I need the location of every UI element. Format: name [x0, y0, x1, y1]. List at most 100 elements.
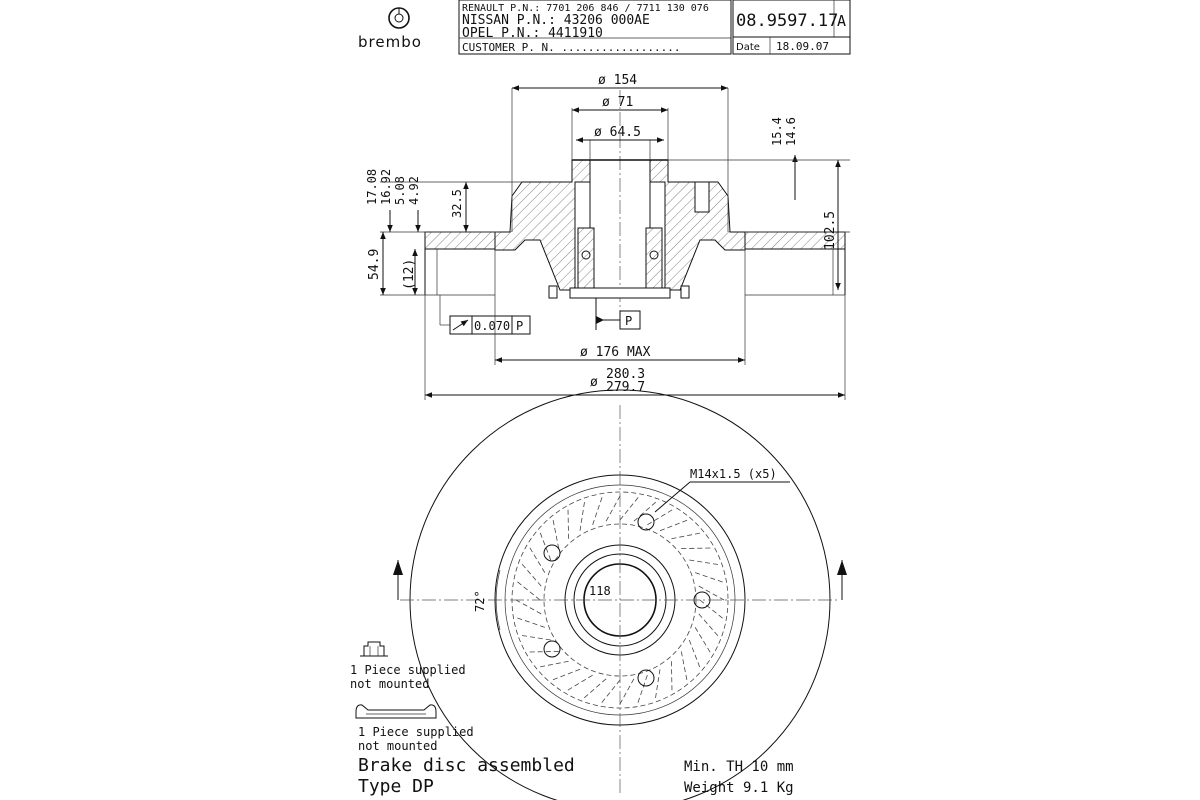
vent-fin	[689, 559, 719, 566]
nissan-pn: NISSAN P.N.: 43206 000AE	[462, 13, 650, 28]
runout-tolerance-frame: 0.070 P	[439, 295, 531, 335]
customer-pn: CUSTOMER P. N. ..................	[462, 41, 681, 54]
dim-280-3: 280.3	[606, 367, 645, 382]
revision: A	[837, 12, 846, 30]
title-block: brembo RENAULT P.N.: 7701 206 846 / 7711…	[358, 0, 851, 55]
dim-14-6: 14.6	[784, 117, 798, 146]
vent-fin	[605, 494, 621, 522]
dim-5-08: 5.08	[393, 176, 407, 205]
dim-16-92: 16.92	[379, 169, 393, 205]
vent-fin	[600, 679, 621, 704]
front-view: M14x1.5 (x5) 118 72°	[393, 389, 847, 800]
vent-fin	[659, 519, 689, 532]
pn-box	[458, 0, 732, 55]
stud-hole	[637, 669, 655, 687]
vent-fin	[521, 634, 551, 641]
part-number: 08.9597.17	[736, 11, 838, 31]
min-thickness: Min. TH 10 mm	[684, 759, 794, 775]
stud-holes	[543, 513, 711, 687]
vent-fin	[521, 563, 542, 587]
bearing-right	[645, 227, 663, 289]
dim-54-9: 54.9	[367, 249, 382, 280]
stud-hole	[543, 544, 561, 562]
brembo-logo: brembo	[358, 7, 422, 51]
hub-right-section	[649, 159, 746, 291]
vent-fin	[514, 599, 542, 615]
date-box	[732, 36, 851, 55]
dim-d280-symbol: ø	[590, 375, 598, 390]
vent-fin	[688, 639, 701, 669]
description-line1: Brake disc assembled	[358, 755, 575, 776]
vent-fin	[551, 668, 581, 681]
angle-label: 72°	[473, 590, 487, 612]
dim-15-4: 15.4	[770, 117, 784, 146]
brand-name: brembo	[358, 33, 422, 51]
vent-fin	[698, 613, 719, 637]
vent-fin	[516, 617, 545, 628]
vent-fin	[539, 531, 552, 561]
date-value: 18.09.07	[776, 40, 829, 53]
dim-d64-5: ø 64.5	[594, 125, 641, 140]
dim-32-5: 32.5	[450, 189, 464, 218]
opel-pn: OPEL P.N.: 4411910	[462, 26, 603, 41]
pcd-label: 118	[589, 584, 611, 598]
dim-d71: ø 71	[602, 95, 633, 110]
vent-fin	[699, 599, 724, 620]
vent-fin	[579, 501, 586, 531]
vent-fin	[647, 509, 674, 526]
vent-fin	[583, 678, 607, 699]
spring-icon	[355, 704, 437, 719]
dim-102-5: 102.5	[823, 211, 838, 250]
vent-fin	[637, 675, 648, 704]
vent-fin	[695, 572, 724, 583]
vent-fin	[529, 546, 546, 573]
section-view: ø 154 ø 71 ø 64.5 15.4 14.6 102.5 17.08 …	[365, 73, 850, 400]
renault-pn: RENAULT P.N.: 7701 206 846 / 7711 130 07…	[462, 3, 709, 14]
weight: Weight 9.1 Kg	[684, 780, 794, 796]
datum-label: P	[625, 314, 632, 328]
vent-fin	[619, 496, 640, 521]
thread-label: M14x1.5 (x5)	[690, 467, 777, 481]
vent-fin	[671, 661, 673, 692]
hub-left-section	[494, 159, 591, 291]
description-line2: Type DP	[358, 776, 434, 797]
vent-fin	[516, 580, 541, 601]
stud-hole	[637, 513, 655, 531]
vent-fin	[680, 651, 688, 681]
clip-icon	[360, 641, 388, 657]
vent-fins	[514, 494, 726, 706]
runout-value: 0.070	[474, 319, 510, 333]
runout-datum-ref: P	[516, 319, 523, 333]
vent-fin	[567, 508, 569, 539]
notes: 1 Piece supplied not mounted 1 Piece sup…	[350, 641, 794, 797]
stud-hole	[543, 640, 561, 658]
vent-fin	[539, 660, 569, 668]
vent-fin	[671, 532, 701, 540]
part-number-box	[732, 0, 851, 38]
dim-4-92: 4.92	[407, 176, 421, 205]
dim-d176: ø 176 MAX	[580, 345, 651, 360]
dim-279-7: 279.7	[606, 380, 645, 395]
vent-fin	[681, 547, 712, 549]
piece1-line1: 1 Piece supplied	[350, 663, 466, 677]
vent-fin	[619, 678, 635, 706]
piece2-line2: not mounted	[358, 739, 437, 753]
vent-fin	[633, 501, 657, 522]
vent-fin	[566, 674, 593, 691]
piece1-line2: not mounted	[350, 677, 429, 691]
vent-fin	[698, 585, 726, 601]
vent-fin	[528, 651, 559, 653]
vent-fin	[552, 519, 560, 549]
dim-17-08: 17.08	[365, 169, 379, 205]
vent-fin	[592, 496, 603, 525]
vent-fin	[654, 669, 661, 699]
vent-fin	[694, 627, 711, 654]
piece2-line1: 1 Piece supplied	[358, 725, 474, 739]
datum-p: P	[595, 298, 641, 330]
dim-d154: ø 154	[598, 73, 637, 88]
bearing-left	[577, 227, 595, 289]
date-label: Date	[736, 42, 760, 53]
disc-ring-left	[424, 231, 496, 250]
dim-12: (12)	[402, 259, 417, 290]
